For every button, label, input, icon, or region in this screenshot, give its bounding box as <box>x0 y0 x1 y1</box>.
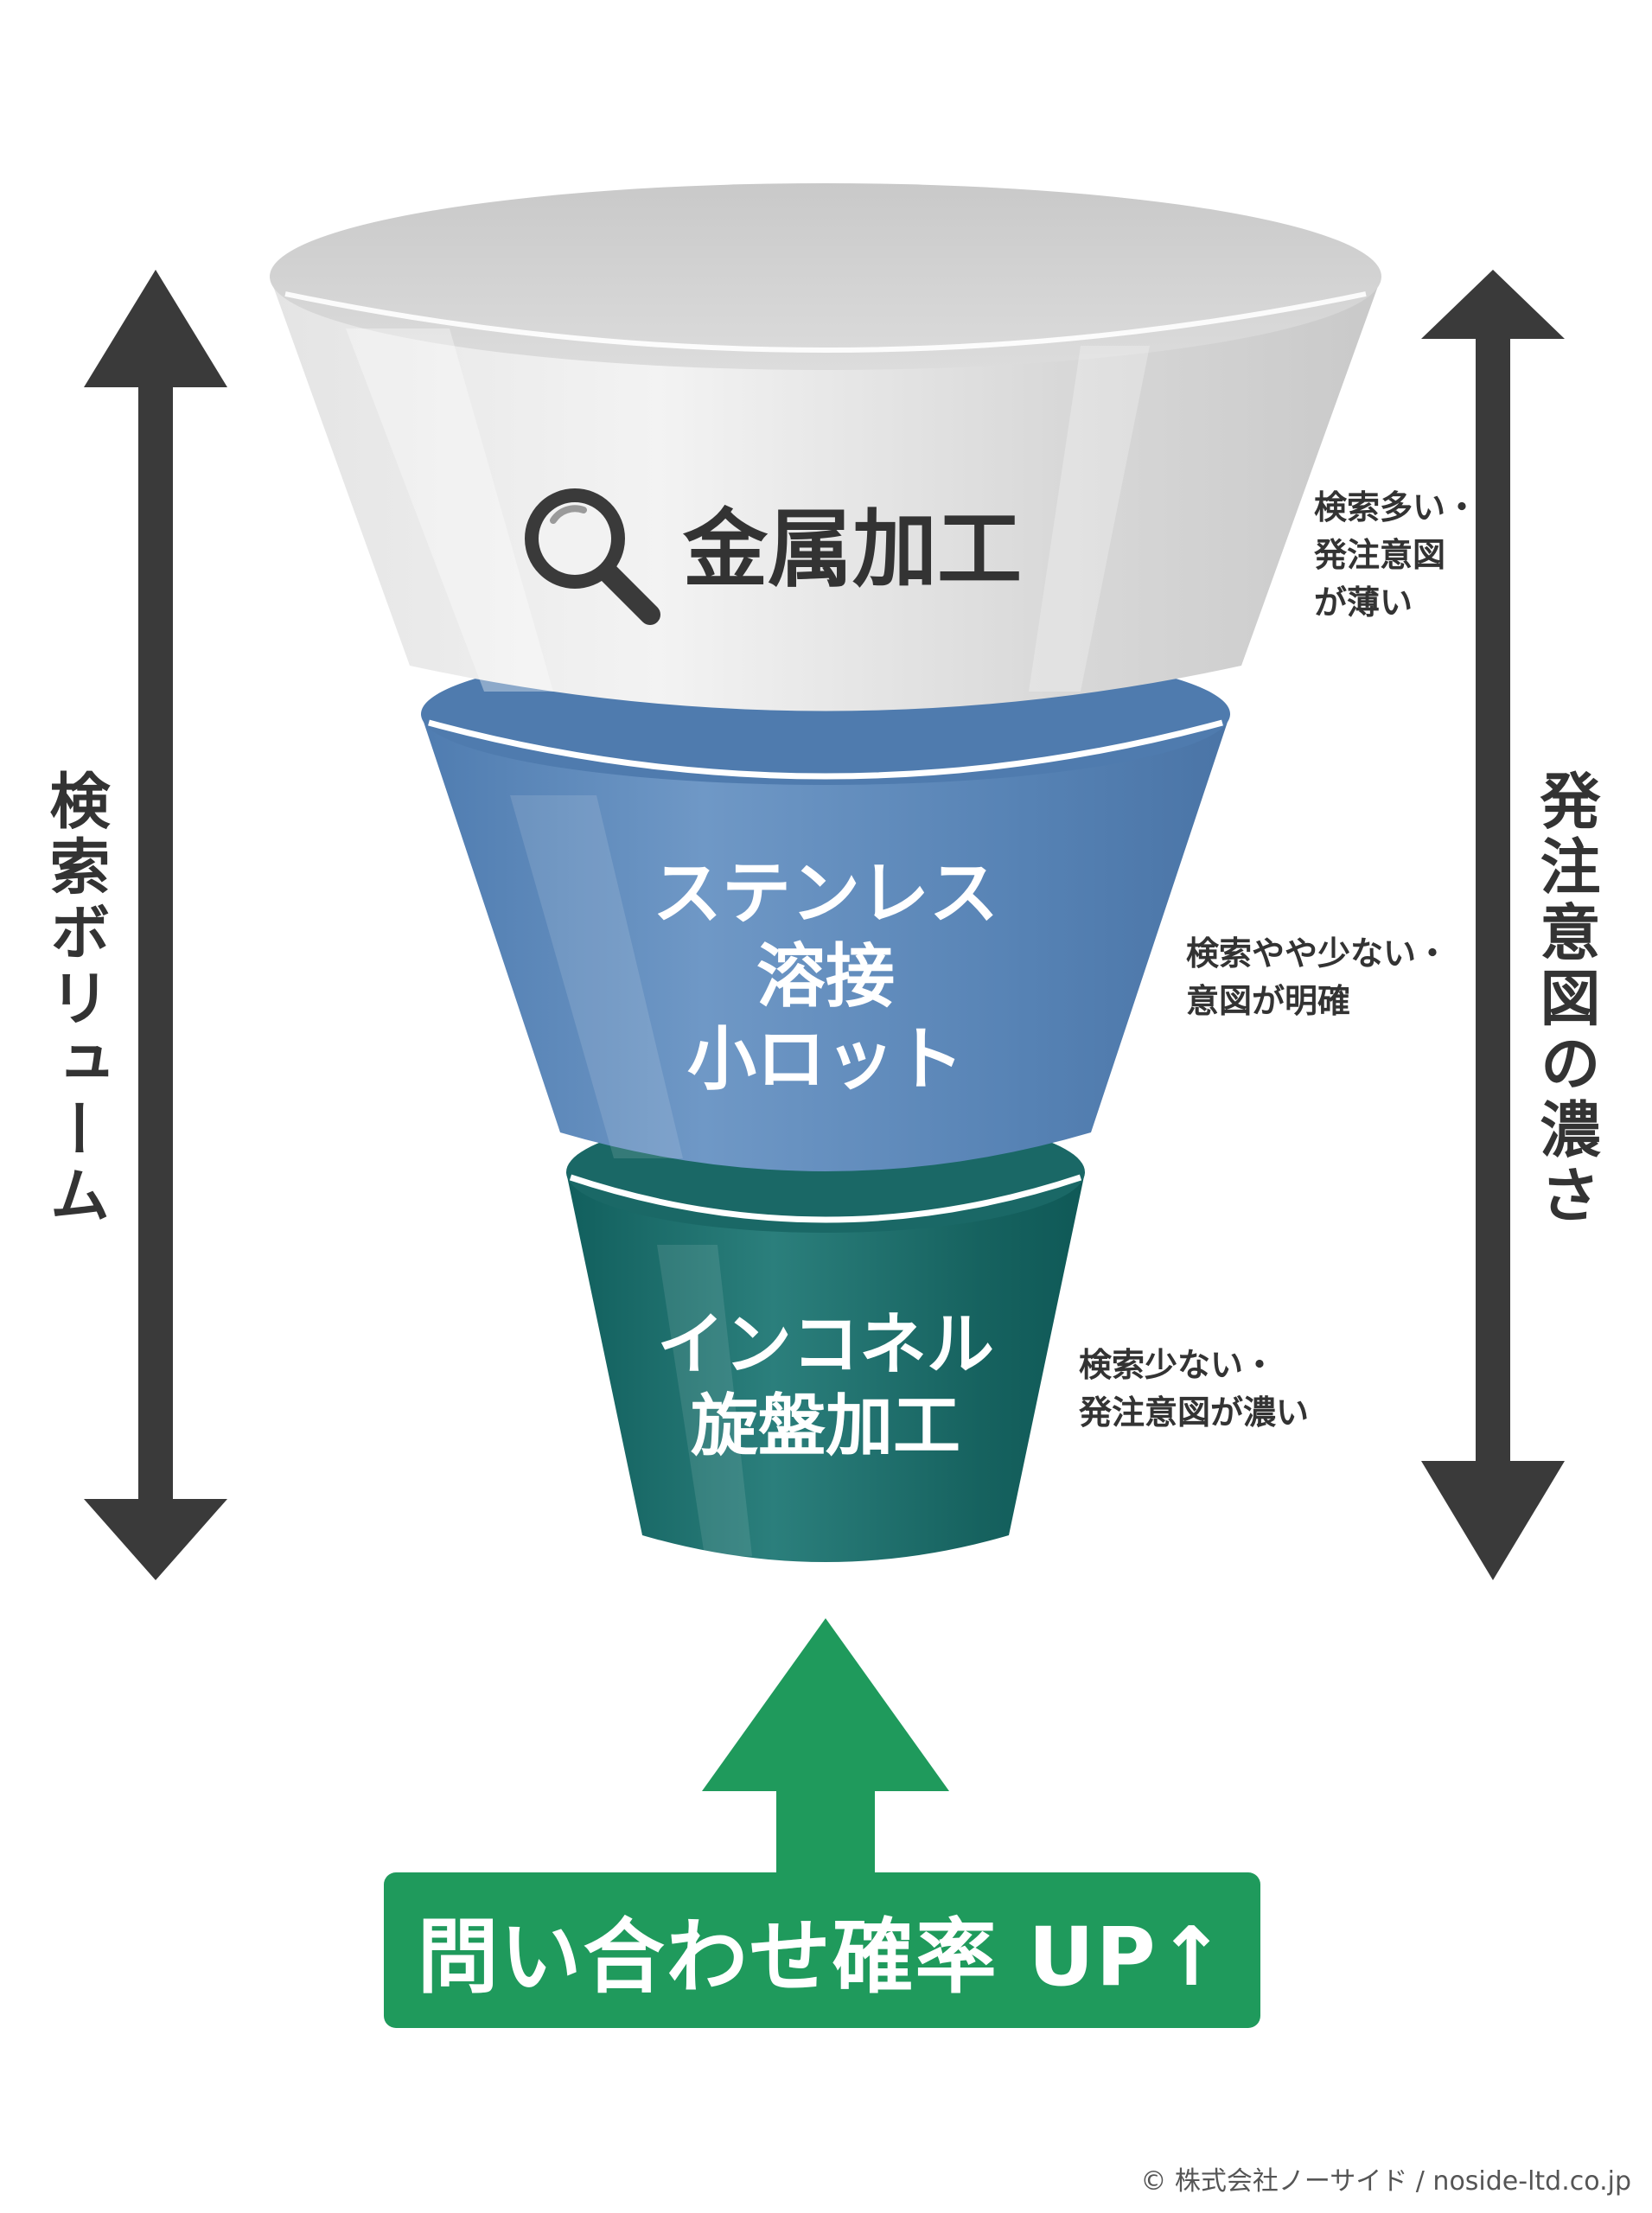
funnel-stage-top <box>270 183 1381 711</box>
stage-label-middle: ステンレス 溶接 小ロット <box>653 853 998 1100</box>
search-volume-arrow <box>84 270 227 1580</box>
conversion-up-arrow <box>702 1618 949 1878</box>
search-volume-label: 検索ボリューム <box>40 769 111 1229</box>
note-top: 検索多い・ 発注意図 が薄い <box>1314 488 1479 622</box>
cta-banner: 問い合わせ確率 UP↑ <box>384 1872 1260 2028</box>
note-bottom: 検索少ない・ 発注意図が濃い <box>1079 1346 1310 1432</box>
order-intent-label: 発注意図の濃さ <box>1530 769 1601 1229</box>
stage-label-bottom: インコネル 旋盤加工 <box>656 1306 994 1465</box>
cta-label: 問い合わせ確率 UP↑ <box>417 1910 1228 2005</box>
note-middle: 検索やや少ない・ 意図が明確 <box>1186 934 1450 1021</box>
copyright-text: © 株式会社ノーサイド / noside-ltd.co.jp <box>1140 2166 1631 2197</box>
stage-label-top: 金属加工 <box>683 501 1023 599</box>
search-icon <box>525 488 660 625</box>
order-intent-arrow <box>1421 270 1565 1580</box>
